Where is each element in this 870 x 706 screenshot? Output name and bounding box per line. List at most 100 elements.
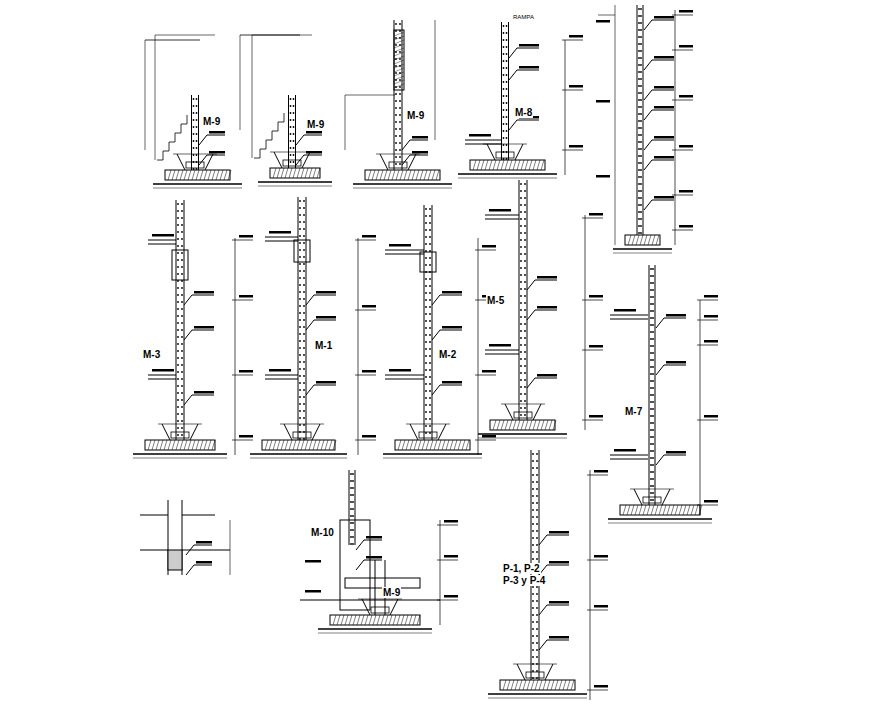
footing-key bbox=[283, 160, 301, 166]
drawing-line bbox=[664, 455, 686, 456]
rebar-dot bbox=[303, 354, 305, 356]
rebar-dot bbox=[638, 99, 640, 101]
drawing-line bbox=[509, 160, 512, 170]
rebar-dot bbox=[352, 480, 354, 482]
drawing-line bbox=[333, 440, 336, 450]
footing bbox=[395, 440, 470, 450]
drawing-line bbox=[317, 168, 320, 178]
drawing-line bbox=[513, 160, 516, 170]
drawing-line bbox=[488, 698, 587, 699]
drawing-line bbox=[394, 32, 404, 36]
drawing-line bbox=[553, 420, 556, 430]
rebar-dot bbox=[293, 126, 295, 128]
drawing-line bbox=[644, 110, 652, 120]
drawing-line bbox=[410, 140, 428, 141]
rebar-dot bbox=[640, 141, 642, 143]
drawing-line bbox=[473, 160, 476, 170]
drawing-line bbox=[640, 235, 643, 245]
rebar-dot bbox=[429, 222, 431, 224]
rebar-dot bbox=[350, 508, 352, 510]
drawing-line bbox=[410, 155, 428, 156]
rebar-dot bbox=[536, 656, 538, 658]
rebar-dot bbox=[177, 217, 179, 219]
drawing-line bbox=[428, 170, 431, 180]
rebar-dot bbox=[652, 485, 654, 487]
drawing-line bbox=[168, 170, 171, 180]
drawing-line bbox=[656, 455, 664, 465]
drawing-line bbox=[199, 155, 207, 165]
drawing-line bbox=[394, 52, 404, 56]
rebar-dot bbox=[640, 162, 642, 164]
drawing-line bbox=[297, 440, 300, 450]
drawing-line bbox=[313, 440, 316, 450]
rebar-dot bbox=[352, 473, 354, 475]
drawing-line bbox=[333, 615, 336, 625]
drawing-line bbox=[424, 205, 425, 440]
rebar-dot bbox=[650, 317, 652, 319]
rebar-dot bbox=[536, 558, 538, 560]
note-mark bbox=[316, 291, 336, 294]
drawing-line bbox=[478, 438, 567, 439]
rebar-dot bbox=[293, 105, 295, 107]
rebar-dot bbox=[299, 200, 301, 202]
drawing-line bbox=[394, 64, 404, 68]
drawing-line bbox=[394, 72, 404, 76]
rebar-dot bbox=[429, 229, 431, 231]
drawing-line bbox=[240, 35, 241, 130]
rebar-dot bbox=[429, 306, 431, 308]
rebar-dot bbox=[524, 365, 526, 367]
rebar-dot bbox=[299, 347, 301, 349]
rebar-dot bbox=[652, 443, 654, 445]
drawing-line bbox=[293, 168, 296, 178]
drawing-line bbox=[652, 235, 655, 245]
note-mark bbox=[489, 344, 511, 347]
drawing-line bbox=[208, 170, 211, 180]
drawing-line bbox=[289, 168, 292, 178]
rebar-dot bbox=[350, 529, 352, 531]
drawing-line bbox=[281, 440, 284, 450]
drawing-line bbox=[278, 122, 279, 131]
rebar-dot bbox=[399, 142, 401, 144]
rebar-dot bbox=[520, 358, 522, 360]
rebar-dot bbox=[506, 130, 508, 132]
drawing-line bbox=[355, 470, 356, 545]
drawing-line bbox=[148, 440, 151, 450]
drawing-line bbox=[266, 140, 267, 149]
drawing-line bbox=[587, 690, 608, 691]
rebar-dot bbox=[650, 478, 652, 480]
drawing-line bbox=[610, 459, 648, 460]
drawing-line bbox=[169, 142, 175, 143]
note-mark bbox=[269, 369, 291, 372]
drawing-line bbox=[173, 154, 217, 155]
drawing-line bbox=[355, 240, 376, 241]
drawing-line bbox=[458, 173, 557, 175]
note-mark bbox=[306, 151, 322, 154]
note-mark bbox=[679, 95, 693, 98]
rebar-dot bbox=[640, 120, 642, 122]
footing-key bbox=[526, 672, 544, 678]
drawing-line bbox=[265, 241, 298, 242]
rebar-dot bbox=[293, 147, 295, 149]
drawing-line bbox=[651, 505, 654, 515]
drawing-line bbox=[186, 565, 194, 575]
rebar-dot bbox=[303, 200, 305, 202]
drawing-line bbox=[152, 440, 155, 450]
rebar-dot bbox=[181, 434, 183, 436]
rebar-dot bbox=[532, 537, 534, 539]
drawing-line bbox=[531, 680, 534, 690]
rebar-dot bbox=[425, 236, 427, 238]
rebar-dot bbox=[532, 530, 534, 532]
rebar-dot bbox=[429, 320, 431, 322]
drawing-line bbox=[527, 280, 535, 290]
wall-label: RAMPA bbox=[512, 14, 535, 21]
rebar-dot bbox=[181, 231, 183, 233]
drawing-line bbox=[394, 36, 404, 40]
drawing-line bbox=[325, 440, 328, 450]
rebar-dot bbox=[196, 126, 198, 128]
rebar-dot bbox=[429, 313, 431, 315]
rebar-dot bbox=[506, 95, 508, 97]
rebar-dot bbox=[650, 443, 652, 445]
drawing-line bbox=[364, 560, 382, 561]
drawing-line bbox=[381, 615, 384, 625]
